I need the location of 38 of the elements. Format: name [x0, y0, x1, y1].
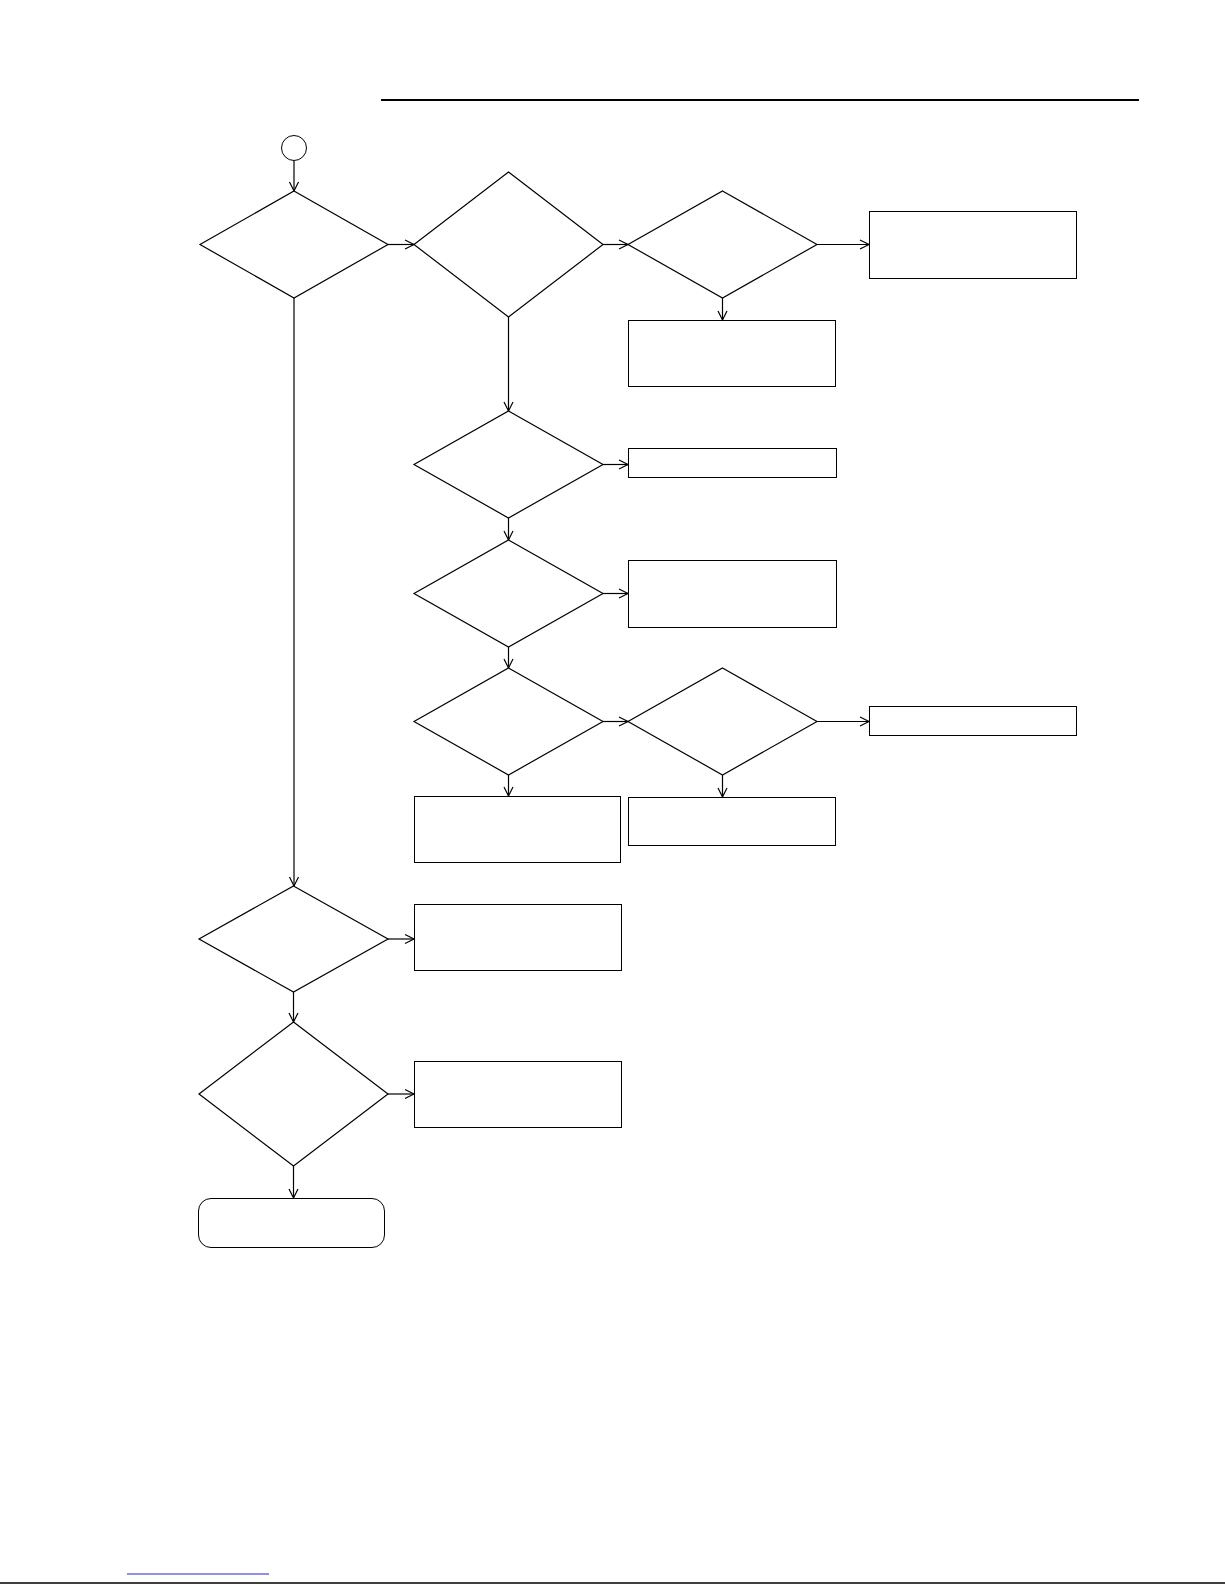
terminal-box: [198, 1198, 385, 1248]
process-box: [628, 797, 836, 846]
arrow: [816, 239, 870, 250]
process-box: [628, 560, 837, 628]
decision-diamond: [199, 1022, 388, 1166]
arrow: [717, 774, 728, 798]
arrow: [602, 588, 629, 599]
decision-diamond: [199, 886, 388, 992]
arrow: [387, 933, 415, 945]
arrow: [503, 646, 514, 669]
arrow: [503, 517, 514, 541]
arrow: [387, 239, 415, 250]
arrow: [717, 297, 728, 321]
decision-diamond: [414, 411, 603, 518]
arrow: [288, 991, 299, 1023]
process-box: [414, 904, 622, 971]
arrow: [602, 716, 629, 727]
arrow: [602, 239, 629, 250]
arrow: [288, 1165, 299, 1199]
arrow: [288, 297, 300, 887]
process-box: [869, 211, 1077, 279]
arrow: [816, 716, 870, 727]
process-box: [414, 1061, 622, 1128]
decision-diamond: [414, 668, 603, 775]
decision-diamond: [414, 172, 603, 317]
process-box: [414, 796, 621, 863]
decision-diamond: [200, 191, 388, 298]
decision-diamond: [414, 540, 603, 647]
decision-diamond: [628, 191, 817, 298]
arrow: [602, 459, 629, 470]
process-box: [628, 448, 837, 478]
arrow: [503, 316, 514, 412]
process-box: [628, 320, 836, 387]
arrow: [503, 774, 514, 797]
arrow: [288, 160, 300, 192]
arrow: [387, 1088, 415, 1100]
process-box: [869, 706, 1077, 736]
decision-diamond: [628, 668, 817, 775]
